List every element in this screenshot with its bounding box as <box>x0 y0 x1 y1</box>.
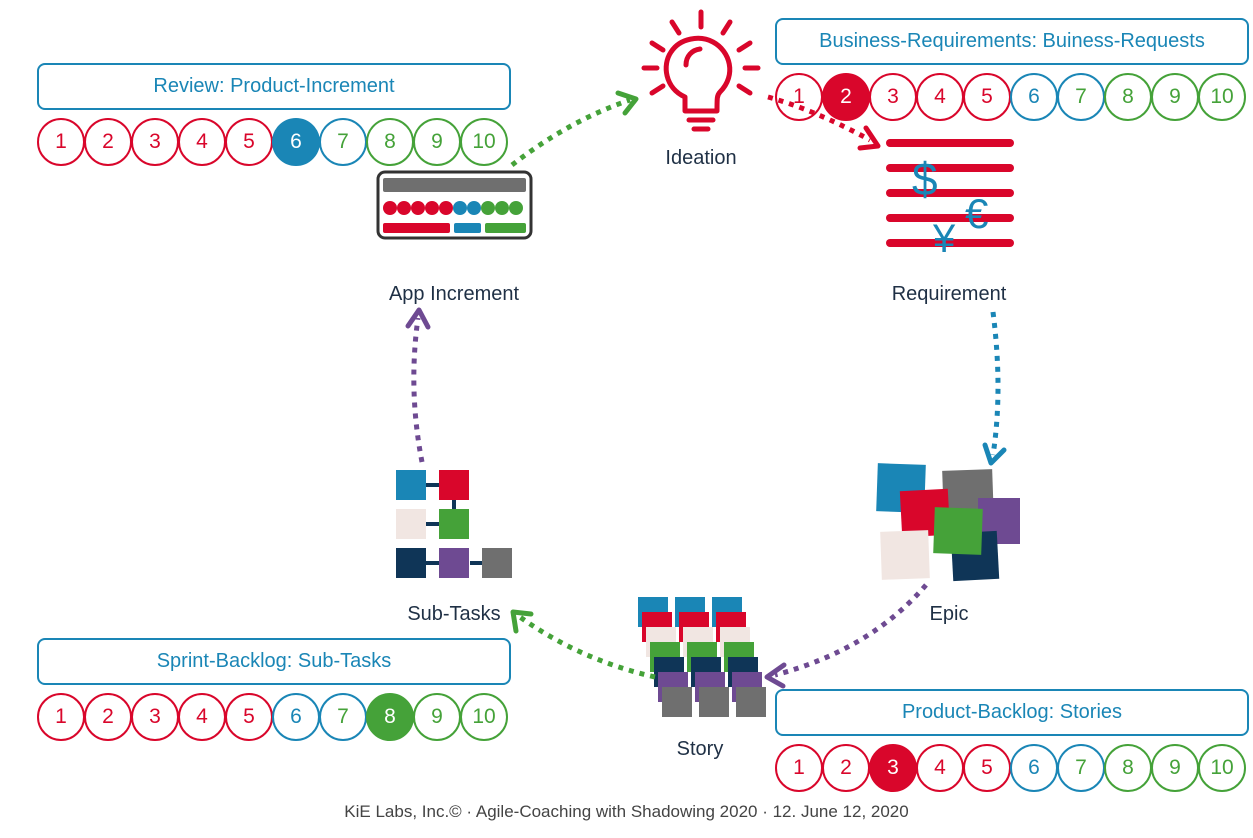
currency-lines-icon: $ € ¥ <box>886 139 1014 261</box>
step-circle-1: 1 <box>37 693 85 741</box>
step-circle-7: 7 <box>1057 73 1105 121</box>
step-circle-2: 2 <box>84 118 132 166</box>
step-circle-6: 6 <box>1010 73 1058 121</box>
arrow-requirement-to-epic <box>982 311 1007 466</box>
task-tree-icon <box>396 470 512 578</box>
step-circle-9: 9 <box>413 693 461 741</box>
story-card <box>736 687 766 717</box>
step-circle-8: 8 <box>1104 744 1152 792</box>
yen-symbol: ¥ <box>932 217 956 261</box>
arrow-epic-to-story <box>764 583 928 689</box>
step-circle-10: 10 <box>1198 73 1246 121</box>
step-circle-1: 1 <box>775 73 823 121</box>
step-circle-10: 10 <box>1198 744 1246 792</box>
story-card <box>699 687 729 717</box>
panel-title: Review: Product-Increment <box>37 63 511 110</box>
step-circle-6-active: 6 <box>272 118 320 166</box>
footer-text: KiE Labs, Inc.© · Agile-Coaching with Sh… <box>344 802 909 821</box>
arrow-ideation-to-requirement <box>767 94 881 151</box>
business-requirements-panel: Business-Requirements: Buiness-Requests … <box>775 18 1249 121</box>
step-circle-6: 6 <box>1010 744 1058 792</box>
step-circle-1: 1 <box>775 744 823 792</box>
step-circle-5: 5 <box>225 118 273 166</box>
panel-title: Business-Requirements: Buiness-Requests <box>775 18 1249 65</box>
step-circle-3-active: 3 <box>869 744 917 792</box>
app-window-icon <box>376 170 533 240</box>
node-label-story: Story <box>676 738 724 760</box>
step-circle-8-active: 8 <box>366 693 414 741</box>
step-circle-4: 4 <box>916 73 964 121</box>
step-circle-2: 2 <box>84 693 132 741</box>
step-circle-5: 5 <box>963 73 1011 121</box>
scattered-squares-icon <box>876 463 1020 582</box>
arrow-story-to-subtasks <box>510 609 656 680</box>
node-label-ideation: Ideation <box>665 147 737 169</box>
step-circle-5: 5 <box>225 693 273 741</box>
node-label-subtasks: Sub-Tasks <box>407 603 501 625</box>
story-card <box>662 687 692 717</box>
step-circle-2: 2 <box>822 744 870 792</box>
arrow-subtasks-to-app <box>405 307 431 463</box>
lightbulb-icon <box>641 9 761 132</box>
step-circle-7: 7 <box>319 118 367 166</box>
stacked-cards-icon <box>638 597 766 717</box>
dollar-symbol: $ <box>912 153 938 205</box>
step-circle-3: 3 <box>131 118 179 166</box>
step-circle-1: 1 <box>37 118 85 166</box>
node-label-app-increment: App Increment <box>388 283 520 305</box>
step-circle-7: 7 <box>319 693 367 741</box>
step-circle-4: 4 <box>178 118 226 166</box>
step-circle-10: 10 <box>460 693 508 741</box>
arrow-app-to-ideation <box>510 90 639 167</box>
euro-symbol: € <box>965 190 988 237</box>
panel-title: Product-Backlog: Stories <box>775 689 1249 736</box>
node-label-requirement: Requirement <box>891 283 1007 305</box>
panel-title: Sprint-Backlog: Sub-Tasks <box>37 638 511 685</box>
step-circle-3: 3 <box>869 73 917 121</box>
step-circle-10: 10 <box>460 118 508 166</box>
node-label-epic: Epic <box>929 603 969 625</box>
step-circle-9: 9 <box>1151 744 1199 792</box>
step-circle-9: 9 <box>1151 73 1199 121</box>
